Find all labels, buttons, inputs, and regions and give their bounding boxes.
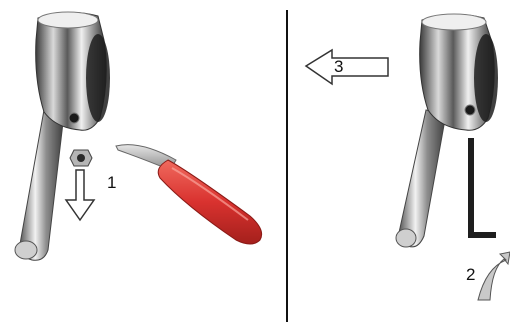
faucet-handle-icon xyxy=(15,12,110,260)
step-2-label: 2 xyxy=(466,265,475,284)
allen-key-icon xyxy=(468,138,496,238)
utility-knife-icon xyxy=(116,145,262,244)
step-3-label: 3 xyxy=(334,57,343,76)
step-1-label: 1 xyxy=(107,173,116,192)
left-panel: 1 xyxy=(15,12,262,260)
down-arrow-icon xyxy=(66,170,94,220)
right-panel: 3 2 xyxy=(306,14,510,300)
rotate-arrow-icon xyxy=(478,252,510,300)
set-screw-icon xyxy=(70,150,92,166)
left-arrow-icon xyxy=(306,50,388,84)
faucet-handle-icon xyxy=(396,14,498,247)
